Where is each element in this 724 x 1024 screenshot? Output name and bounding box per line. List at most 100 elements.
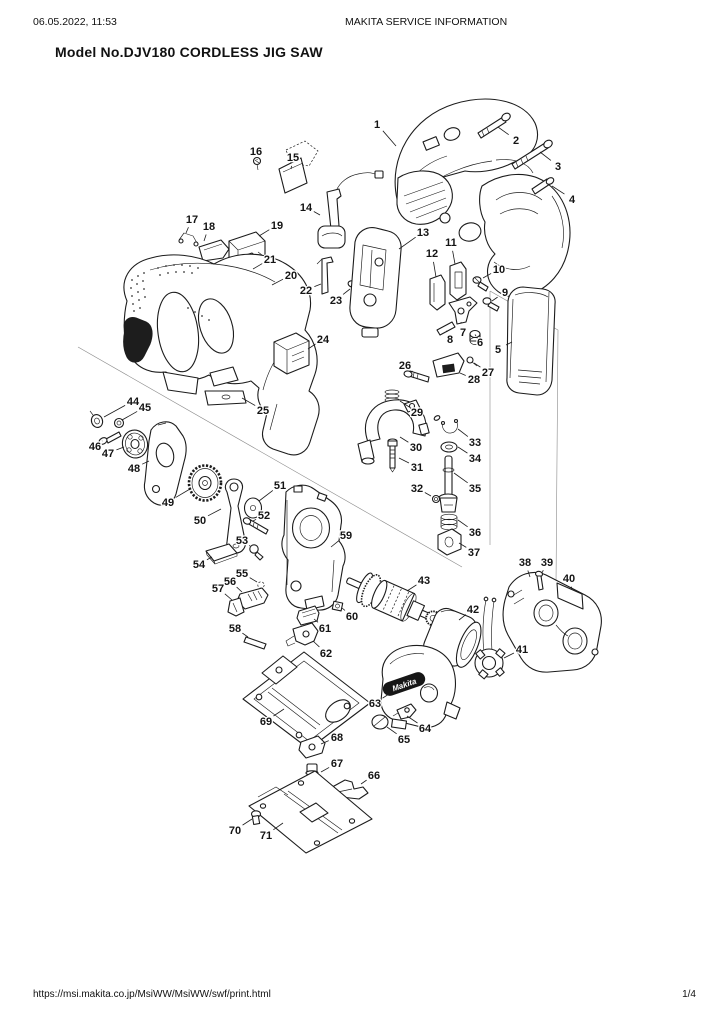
part-screw-9 <box>482 297 500 312</box>
callout-number-8: 8 <box>447 334 453 346</box>
part-screw-31 <box>387 438 398 473</box>
callout-number-19: 19 <box>271 220 283 232</box>
callout-number-21: 21 <box>264 254 276 266</box>
leader-line-71 <box>273 822 284 831</box>
part-screw-27 <box>466 356 478 367</box>
leader-line-28 <box>459 372 466 376</box>
part-grommet-44 <box>89 410 104 428</box>
leader-line-29 <box>399 400 410 408</box>
leader-line-68 <box>320 740 329 745</box>
part-block-61 <box>296 605 320 626</box>
leader-line-21 <box>252 263 263 270</box>
part-nut-45 <box>113 417 125 429</box>
callout-number-30: 30 <box>410 442 422 454</box>
leader-line-9 <box>491 296 498 302</box>
leader-line-15 <box>290 165 292 170</box>
leader-line-5 <box>505 341 513 346</box>
part-clip-55 <box>257 581 265 589</box>
part-screw-52 <box>242 517 269 535</box>
leader-line-64 <box>406 715 418 724</box>
part-motor-housing-25 <box>123 253 320 456</box>
leader-line-20 <box>271 278 284 286</box>
leader-line-69 <box>273 708 285 717</box>
leader-line-19 <box>258 229 270 237</box>
callout-number-18: 18 <box>203 221 215 233</box>
leader-line-44 <box>103 404 126 418</box>
part-base-plate-71 <box>248 770 373 854</box>
callout-number-15: 15 <box>287 152 299 164</box>
callout-number-42: 42 <box>467 604 479 616</box>
part-washer-51 <box>243 497 263 519</box>
grip-texture-dots <box>130 264 210 321</box>
part-roller-guide-30 <box>357 399 430 465</box>
callout-number-13: 13 <box>417 227 429 239</box>
callout-number-16: 16 <box>250 146 262 158</box>
part-plate-40 <box>556 582 584 610</box>
part-clip-17 <box>178 232 199 247</box>
part-screw-10 <box>472 276 489 292</box>
part-bearing-plate-48 <box>143 421 187 506</box>
callout-number-28: 28 <box>468 374 480 386</box>
leader-line-36 <box>457 519 468 528</box>
part-plate-28 <box>432 352 465 378</box>
callout-number-52: 52 <box>258 510 270 522</box>
leader-line-39 <box>541 570 544 574</box>
part-pin-58 <box>243 636 267 650</box>
leader-line-22 <box>314 283 322 288</box>
part-rod-22 <box>316 256 334 295</box>
part-pin-8 <box>436 321 456 336</box>
callout-number-29: 29 <box>411 407 423 419</box>
callout-number-5: 5 <box>495 344 501 356</box>
part-cap-65 <box>371 714 389 730</box>
leader-line-26 <box>411 370 414 373</box>
part-slider-37 <box>437 528 462 556</box>
leader-line-13 <box>398 236 416 250</box>
callout-number-45: 45 <box>139 402 151 414</box>
leader-line-41 <box>503 652 515 659</box>
callout-number-50: 50 <box>194 515 206 527</box>
callout-number-56: 56 <box>224 576 236 588</box>
leader-line-37 <box>458 542 467 548</box>
callout-number-38: 38 <box>519 557 531 569</box>
callout-number-32: 32 <box>411 483 423 495</box>
callout-number-57: 57 <box>212 583 224 595</box>
callout-number-14: 14 <box>300 202 313 214</box>
part-base-holder-69 <box>242 651 371 750</box>
callout-number-40: 40 <box>563 573 575 585</box>
part-bracket-57 <box>227 597 245 617</box>
callout-number-49: 49 <box>162 497 174 509</box>
leader-line-60 <box>341 607 346 611</box>
part-sleeve-6 <box>469 329 481 345</box>
part-pad-54 <box>205 543 238 565</box>
part-key-60 <box>331 600 344 612</box>
part-brush-holder-41 <box>474 596 506 680</box>
leader-line-1 <box>382 130 397 147</box>
leader-line-18 <box>203 234 207 242</box>
part-latch-64 <box>392 703 417 720</box>
part-fan-47 <box>121 429 149 459</box>
leader-line-53 <box>248 545 251 547</box>
part-clip-33 <box>433 415 459 434</box>
part-ghost-outline <box>285 140 319 167</box>
leader-line-4 <box>551 185 565 195</box>
callout-number-70: 70 <box>229 825 241 837</box>
leader-line-24 <box>307 343 316 350</box>
part-slider-18 <box>198 239 230 262</box>
part-screw-70 <box>250 810 262 826</box>
callout-number-44: 44 <box>127 396 140 408</box>
leader-line-61 <box>313 618 319 623</box>
leader-line-34 <box>457 446 468 454</box>
part-lever-7 <box>448 296 478 325</box>
part-housing-63: Makita <box>380 644 461 730</box>
part-screw-39 <box>534 570 544 591</box>
part-battery-cover-5 <box>506 286 556 396</box>
callout-number-51: 51 <box>274 480 286 492</box>
leader-line-40 <box>570 586 573 590</box>
part-screw-2 <box>477 112 511 139</box>
header-print-datetime: 06.05.2022, 11:53 <box>33 16 117 28</box>
leader-line-17 <box>185 227 189 234</box>
leader-line-12 <box>433 261 437 278</box>
callout-number-27: 27 <box>482 367 494 379</box>
